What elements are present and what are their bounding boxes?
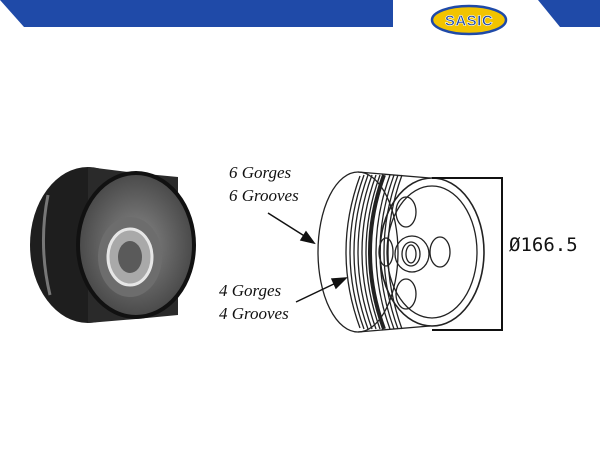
header-bar-left [0,0,393,27]
diameter-label: Ø166.5 [509,234,578,256]
header-banner [0,0,600,27]
header-bar-right [538,0,600,27]
pulley-photo [30,167,196,323]
callout-upper-line1: 6 Gorges [229,163,292,182]
pulley-drawing [317,171,503,333]
logo-text: SASIC [445,13,493,30]
callout-lower-line2: 4 Grooves [219,304,289,323]
callout-upper-line2: 6 Grooves [229,186,299,205]
callout-lower-line1: 4 Gorges [219,281,282,300]
brand-logo: SASIC [430,4,508,36]
